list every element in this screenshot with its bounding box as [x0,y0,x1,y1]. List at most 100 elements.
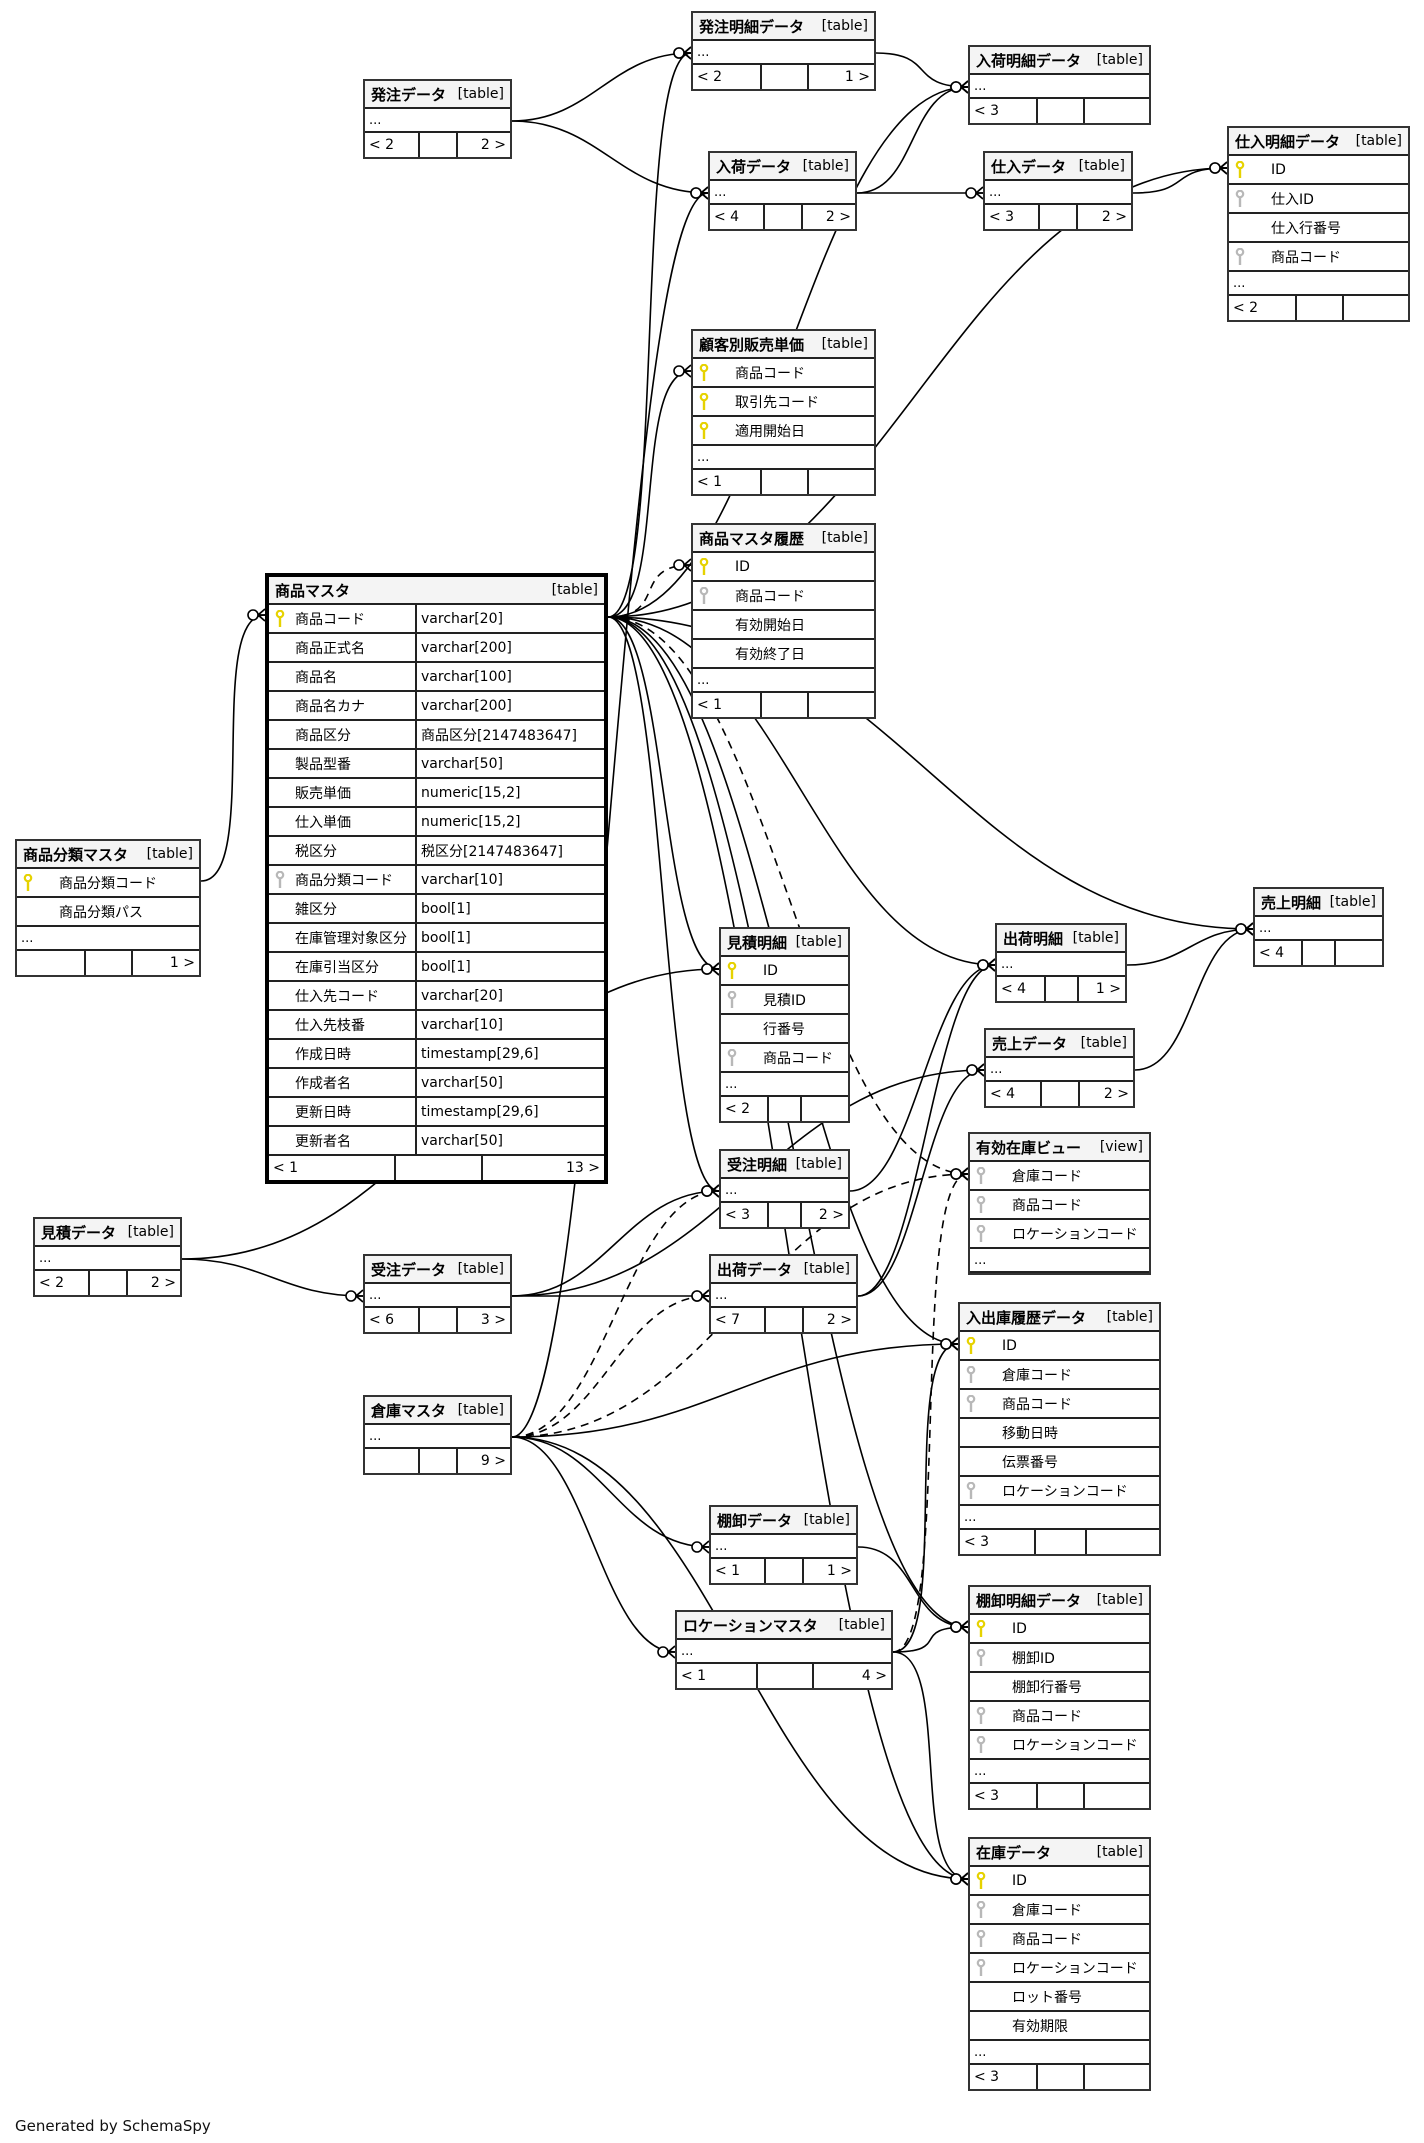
child-count[interactable] [1085,99,1149,123]
column-row[interactable]: 商品コード [693,359,874,388]
more-columns-indicator[interactable]: ... [721,1179,848,1203]
column-row[interactable]: 商品コード [693,582,874,611]
relationship-edge-uriage-uriage_meisai[interactable] [1134,928,1254,1071]
table-header[interactable]: 在庫データ[table] [970,1839,1149,1867]
table-header[interactable]: 見積データ[table] [35,1219,180,1247]
child-count[interactable]: 13 > [566,1160,600,1176]
column-row[interactable]: 見積ID [721,986,848,1015]
relationship-edge-soko-location[interactable] [511,1436,676,1653]
column-row[interactable]: 商品コード [1229,243,1408,272]
more-columns-indicator[interactable]: ... [35,1247,180,1271]
child-count[interactable] [1087,1530,1159,1554]
table-name[interactable]: 売上データ [992,1034,1068,1053]
table-header[interactable]: 出荷明細[table] [997,925,1125,953]
table-uriage_meisai[interactable]: 売上明細[table]...< 4 [1253,887,1384,967]
child-count[interactable]: 1 > [826,1563,852,1579]
more-columns-indicator[interactable]: ... [693,41,874,65]
table-name[interactable]: 発注明細データ [699,17,805,36]
table-header[interactable]: 入荷データ[table] [710,153,855,181]
table-header[interactable]: ロケーションマスタ[table] [677,1612,891,1640]
relationship-edge-juchu-juchu_meisai[interactable] [511,1190,720,1297]
column-row[interactable]: 取引先コード [693,388,874,417]
child-count[interactable]: 1 > [169,955,195,971]
child-count[interactable] [1344,296,1408,320]
parent-count[interactable]: < 1 [677,1664,759,1688]
table-kokyaku_tanka[interactable]: 顧客別販売単価[table]商品コード取引先コード適用開始日...< 1 [691,329,876,496]
column-row[interactable]: 仕入行番号 [1229,214,1408,243]
parent-count[interactable]: < 2 [693,65,762,89]
table-name[interactable]: 顧客別販売単価 [699,335,805,354]
column-row[interactable]: 商品コード [970,1925,1149,1954]
relationship-edge-shukka_meisai-uriage_meisai[interactable] [1126,928,1254,966]
table-name[interactable]: 入荷データ [716,157,792,176]
more-columns-indicator[interactable]: ... [693,669,874,693]
table-name[interactable]: 商品分類マスタ [23,845,129,864]
relationship-edge-shohin-yuko_zaiko[interactable] [607,616,969,1175]
table-header[interactable]: 棚卸データ[table] [711,1507,856,1535]
column-row[interactable]: ID [970,1615,1149,1644]
table-name[interactable]: 有効在庫ビュー [976,1138,1082,1157]
column-row[interactable]: 商品コード [960,1390,1159,1419]
table-name[interactable]: 商品マスタ [275,581,351,600]
column-row[interactable]: 移動日時 [960,1419,1159,1448]
table-name[interactable]: 受注明細 [727,1155,788,1174]
parent-count[interactable]: < 1 [269,1156,397,1180]
column-row[interactable]: 税区分税区分[2147483647] [269,837,604,866]
table-header[interactable]: 倉庫マスタ[table] [365,1397,510,1425]
more-columns-indicator[interactable]: ... [711,1535,856,1559]
table-header[interactable]: 出荷データ[table] [711,1256,856,1284]
table-yuko_zaiko[interactable]: 有効在庫ビュー[view]倉庫コード商品コードロケーションコード... [968,1132,1151,1275]
child-count[interactable]: 2 > [825,209,851,225]
child-count[interactable]: 1 > [844,69,870,85]
relationship-edge-soko-shukka[interactable] [511,1295,710,1438]
table-name[interactable]: 発注データ [371,85,447,104]
relationship-edge-shohin-zaiko[interactable] [607,616,969,1880]
column-row[interactable]: ID [693,553,874,582]
child-count[interactable]: 1 > [1095,981,1121,997]
more-columns-indicator[interactable]: ... [997,953,1125,977]
table-bunrui[interactable]: 商品分類マスタ[table]商品分類コード商品分類パス...1 > [15,839,201,977]
parent-count[interactable]: < 2 [365,133,421,157]
parent-count[interactable]: < 4 [1255,941,1304,965]
relationship-edge-nyuka-nyuka_meisai[interactable] [856,86,969,194]
table-name[interactable]: 在庫データ [976,1843,1052,1862]
child-count[interactable]: 2 > [818,1207,844,1223]
child-count[interactable]: 2 > [1101,209,1127,225]
table-header[interactable]: 商品マスタ[table] [269,577,604,605]
column-row[interactable]: 商品コード [721,1044,848,1073]
column-row[interactable]: 適用開始日 [693,417,874,446]
more-columns-indicator[interactable]: ... [365,1425,510,1449]
relationship-edge-shohin-shukka_meisai[interactable] [607,616,996,966]
column-row[interactable]: ロケーションコード [960,1477,1159,1506]
more-columns-indicator[interactable]: ... [710,181,855,205]
table-header[interactable]: 入荷明細データ[table] [970,47,1149,75]
column-row[interactable]: 伝票番号 [960,1448,1159,1477]
more-columns-indicator[interactable]: ... [677,1640,891,1664]
more-columns-indicator[interactable]: ... [365,109,510,133]
table-name[interactable]: 出荷データ [717,1260,793,1279]
column-row[interactable]: 商品コード [970,1702,1149,1731]
relationship-edge-soko-nyuka[interactable] [511,192,709,1438]
table-header[interactable]: 商品マスタ履歴[table] [693,525,874,553]
more-columns-indicator[interactable]: ... [986,1058,1133,1082]
child-count[interactable]: 2 > [480,137,506,153]
table-header[interactable]: 受注データ[table] [365,1256,510,1284]
column-row[interactable]: 有効期限 [970,2012,1149,2041]
more-columns-indicator[interactable]: ... [693,446,874,470]
relationship-edge-juchu_meisai-shukka_meisai[interactable] [849,964,996,1192]
table-name[interactable]: 棚卸データ [717,1511,793,1530]
child-count[interactable] [1085,2065,1149,2089]
